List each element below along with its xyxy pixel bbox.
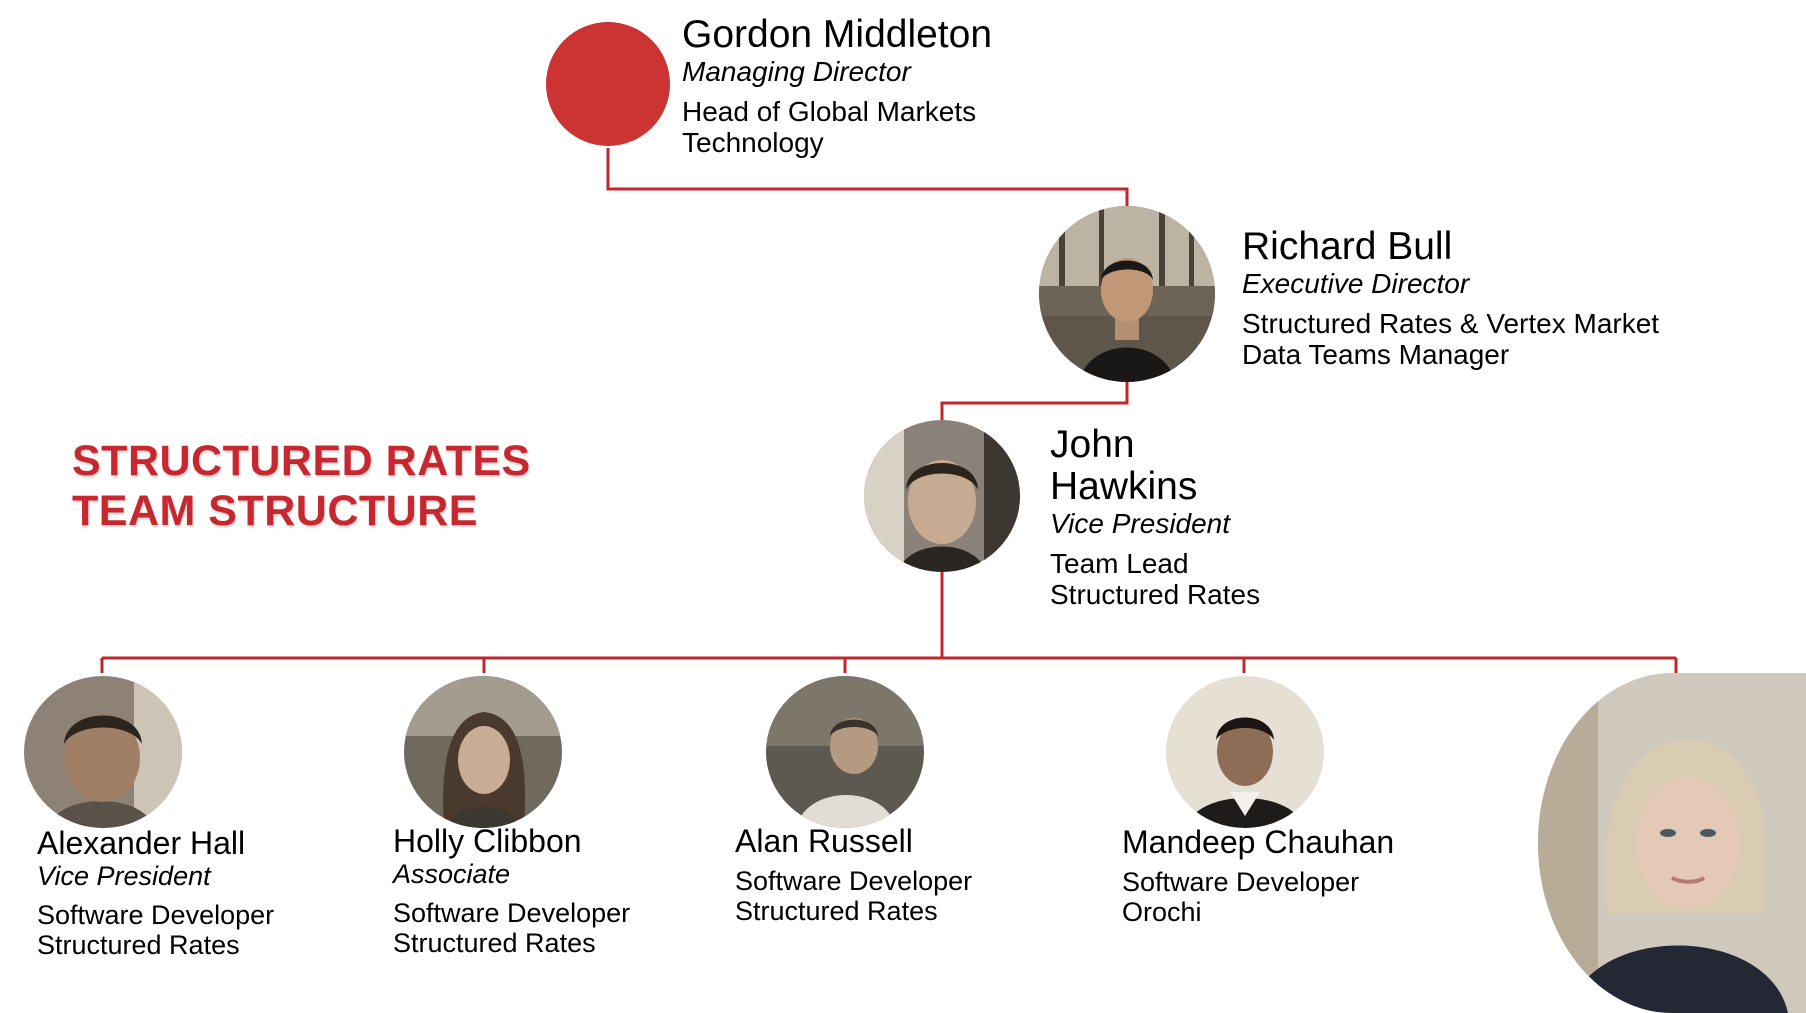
john-avatar — [864, 420, 1020, 572]
mandeep-name: Mandeep Chauhan — [1122, 824, 1395, 860]
alexander-role-line2: Structured Rates — [37, 930, 240, 960]
richard-role-line2: Data Teams Manager — [1242, 339, 1510, 370]
holly-title: Associate — [393, 859, 511, 889]
richard-avatar — [1039, 206, 1215, 382]
holly-card: Holly Clibbon Associate Software Develop… — [393, 824, 630, 958]
gordon-card: Gordon Middleton Managing Director Head … — [682, 13, 993, 159]
holly-role-line1: Software Developer — [393, 898, 631, 928]
alexander-role-line1: Software Developer — [37, 900, 275, 930]
richard-card: Richard Bull Executive Director Structur… — [1242, 225, 1660, 371]
alan-role-line1: Software Developer — [735, 866, 973, 896]
john-name-line2: Hawkins — [1050, 465, 1198, 508]
john-card: John Hawkins Vice President Team Lead St… — [1050, 423, 1261, 611]
richard-role-line1: Structured Rates & Vertex Market — [1242, 308, 1660, 339]
alexander-avatar — [24, 676, 182, 828]
holly-avatar — [404, 676, 562, 828]
alexander-card: Alexander Hall Vice President Software D… — [37, 826, 274, 960]
john-name-line1: John — [1050, 423, 1135, 466]
connector-gordon-richard — [606, 148, 1129, 210]
mandeep-avatar — [1166, 676, 1324, 828]
connector-richard-john — [940, 380, 1129, 420]
team-title-line2: TEAM STRUCTURE — [72, 487, 478, 535]
holly-role-line2: Structured Rates — [393, 928, 596, 958]
mandeep-card: Mandeep Chauhan Software Developer Oroch… — [1122, 825, 1394, 927]
richard-title: Executive Director — [1242, 268, 1470, 299]
team-title-line1: STRUCTURED RATES — [72, 437, 531, 485]
gordon-title: Managing Director — [682, 56, 911, 87]
sixth-member-avatar — [1538, 673, 1806, 1013]
alexander-name: Alexander Hall — [37, 825, 246, 861]
alan-card: Alan Russell Software Developer Structur… — [735, 824, 972, 926]
john-role-line1: Team Lead — [1050, 548, 1189, 579]
mandeep-role-line1: Software Developer — [1122, 867, 1360, 897]
gordon-avatar — [546, 22, 670, 146]
alexander-title: Vice President — [37, 861, 211, 891]
mandeep-role-line2: Orochi — [1122, 897, 1202, 927]
gordon-name: Gordon Middleton — [682, 13, 993, 56]
alan-name: Alan Russell — [735, 823, 913, 859]
john-title: Vice President — [1050, 508, 1231, 539]
gordon-role-line1: Head of Global Markets — [682, 96, 977, 127]
holly-name: Holly Clibbon — [393, 823, 582, 859]
alan-avatar — [766, 676, 924, 828]
john-role-line2: Structured Rates — [1050, 579, 1261, 610]
gordon-role-line2: Technology — [682, 127, 824, 158]
alan-role-line2: Structured Rates — [735, 896, 938, 926]
team-structure-title: STRUCTURED RATES TEAM STRUCTURE — [72, 436, 531, 536]
richard-name: Richard Bull — [1242, 225, 1453, 268]
